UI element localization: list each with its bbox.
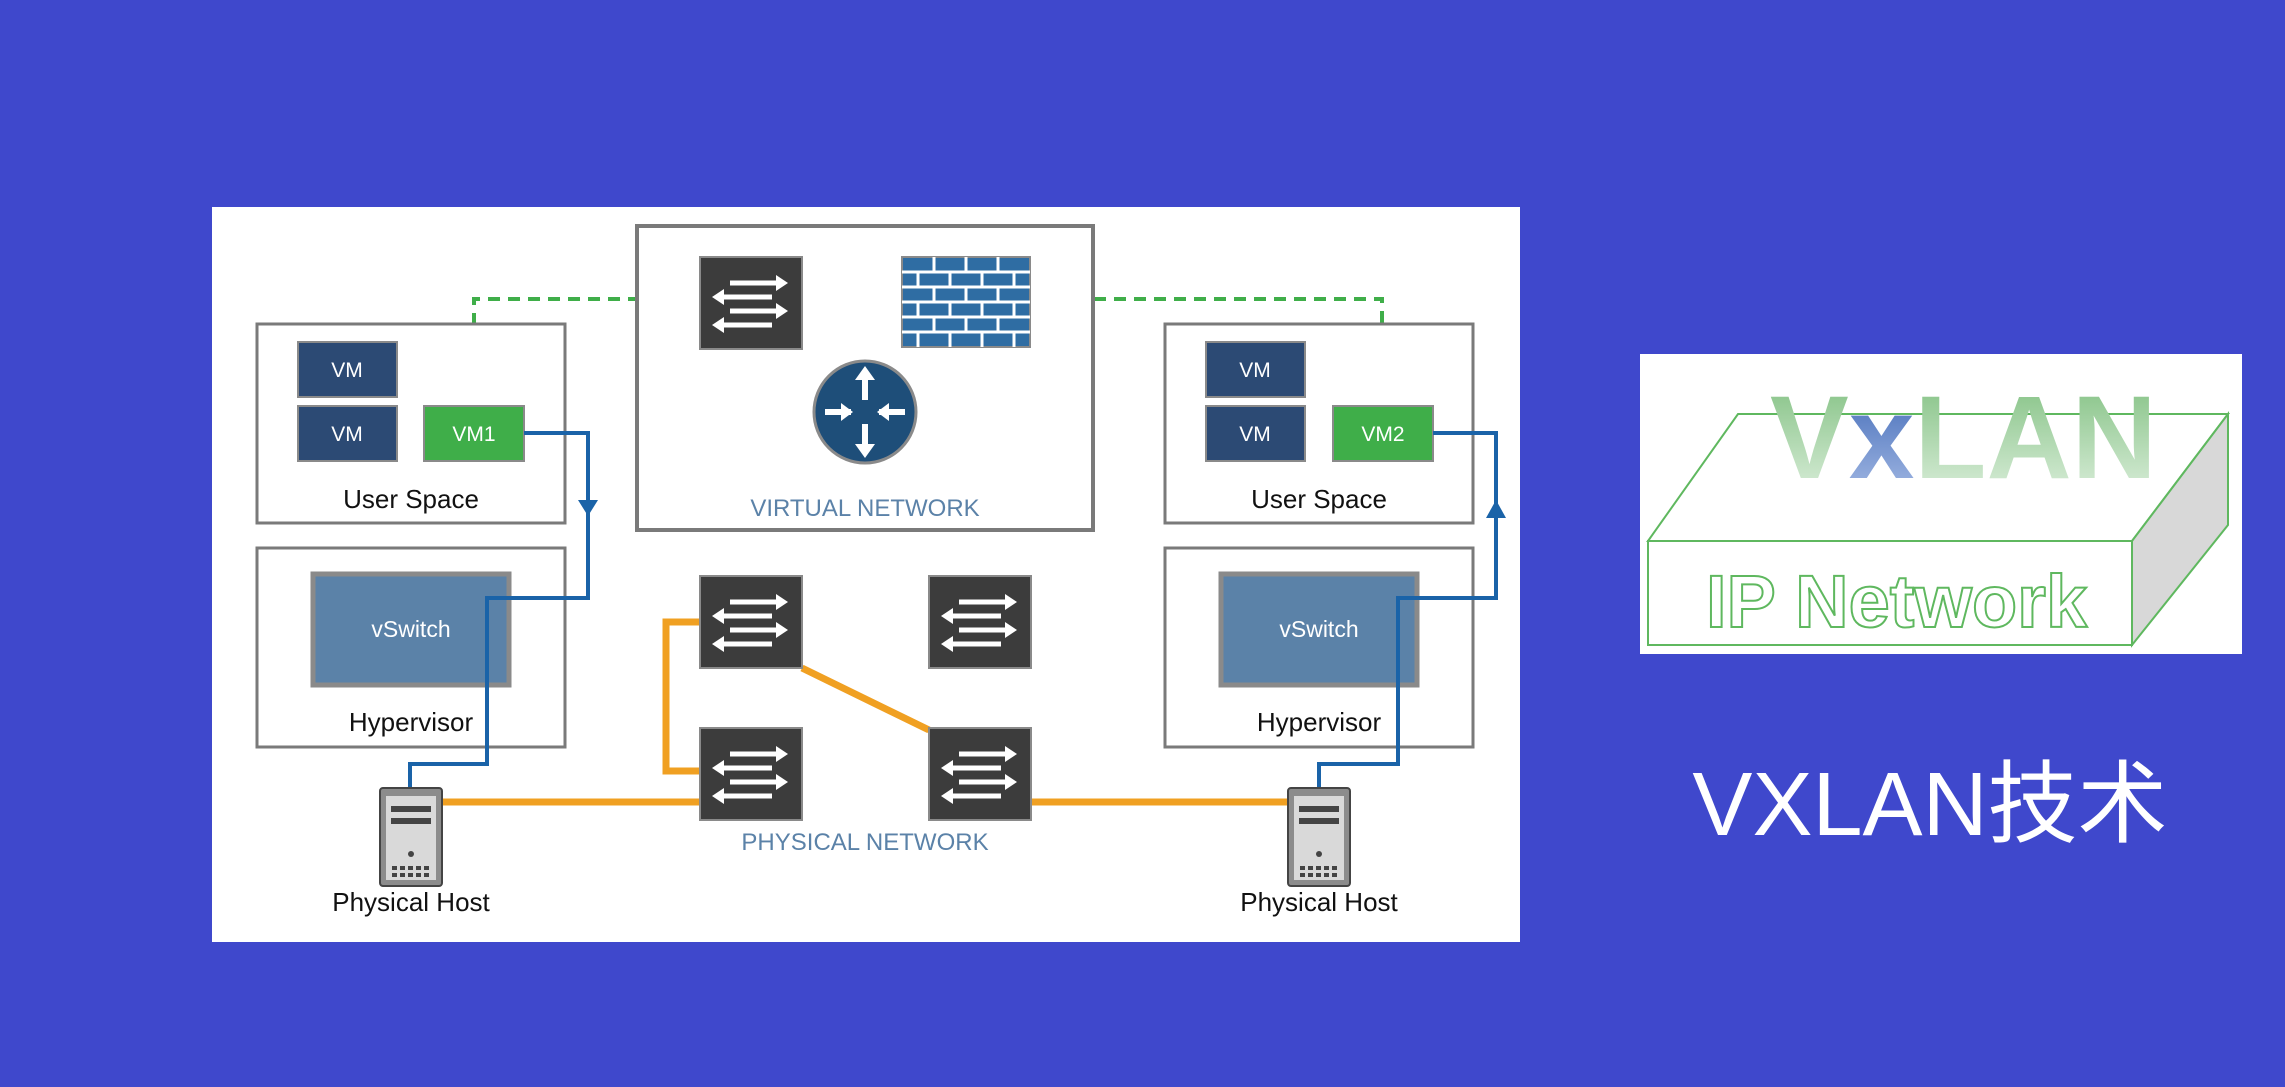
vxlan-logo: VxLAN IP Network (1640, 354, 2242, 654)
vswitch-box (310, 571, 512, 688)
virtual-link-left (472, 297, 636, 405)
physical-host-label: Physical Host (332, 887, 490, 917)
vm-box (1205, 341, 1306, 398)
physical-network-label: PHYSICAL NETWORK (741, 829, 988, 856)
vm-label: VM (1239, 423, 1271, 446)
server-icon (379, 787, 443, 887)
host-path-left (408, 431, 590, 790)
virtual-switch-icon (700, 257, 802, 349)
ip-network-logo-text: IP Network (1706, 560, 2088, 643)
vm-box (297, 341, 398, 398)
vm-box (1205, 405, 1306, 462)
physical-switch-icon (700, 576, 802, 668)
vm-label: VM (331, 423, 363, 446)
vm-label: VM (331, 359, 363, 382)
logo-lan: LAN (1914, 372, 2157, 504)
vswitch-label: vSwitch (371, 616, 450, 642)
logo-x: x (1849, 372, 1915, 504)
slab-front (1647, 540, 2133, 646)
hypervisor-label: Hypervisor (349, 707, 474, 737)
down-arrow-icon (578, 500, 598, 516)
user-space-label: User Space (343, 484, 479, 514)
network-diagram: VIRTUAL NETWORK PHYSICAL NETWORK VM VM V… (212, 207, 1520, 942)
vm2-box (1332, 405, 1434, 462)
router-icon (812, 359, 918, 465)
hypervisor-label: Hypervisor (1257, 707, 1382, 737)
vm1-label: VM1 (452, 423, 495, 446)
virtual-network-label: VIRTUAL NETWORK (750, 495, 979, 522)
left-host: VM VM VM1 User Space vSwitch Hypervisor … (255, 322, 598, 917)
vm-label: VM (1239, 359, 1271, 382)
vm1-box (423, 405, 525, 462)
host-path-right (1317, 431, 1498, 790)
physical-switch-icon (929, 728, 1031, 820)
logo-v: V (1770, 372, 1849, 504)
virtual-link-right (1094, 297, 1384, 405)
server-icon (1287, 787, 1351, 887)
firewall-icon (901, 256, 1031, 348)
vswitch-box (1218, 571, 1420, 688)
physical-switch-icon (929, 576, 1031, 668)
vxlan-logo-word: VxLAN (1770, 372, 2157, 504)
slide-title: VXLAN技术 (1692, 755, 2167, 855)
right-host: VM VM VM2 User Space vSwitch Hypervisor … (1163, 322, 1506, 917)
physical-links (440, 618, 1291, 806)
physical-switch-icon (700, 728, 802, 820)
vswitch-label: vSwitch (1279, 616, 1358, 642)
up-arrow-icon (1486, 500, 1506, 518)
vm-box (297, 405, 398, 462)
user-space-label: User Space (1251, 484, 1387, 514)
physical-host-label: Physical Host (1240, 887, 1398, 917)
vm2-label: VM2 (1361, 423, 1404, 446)
